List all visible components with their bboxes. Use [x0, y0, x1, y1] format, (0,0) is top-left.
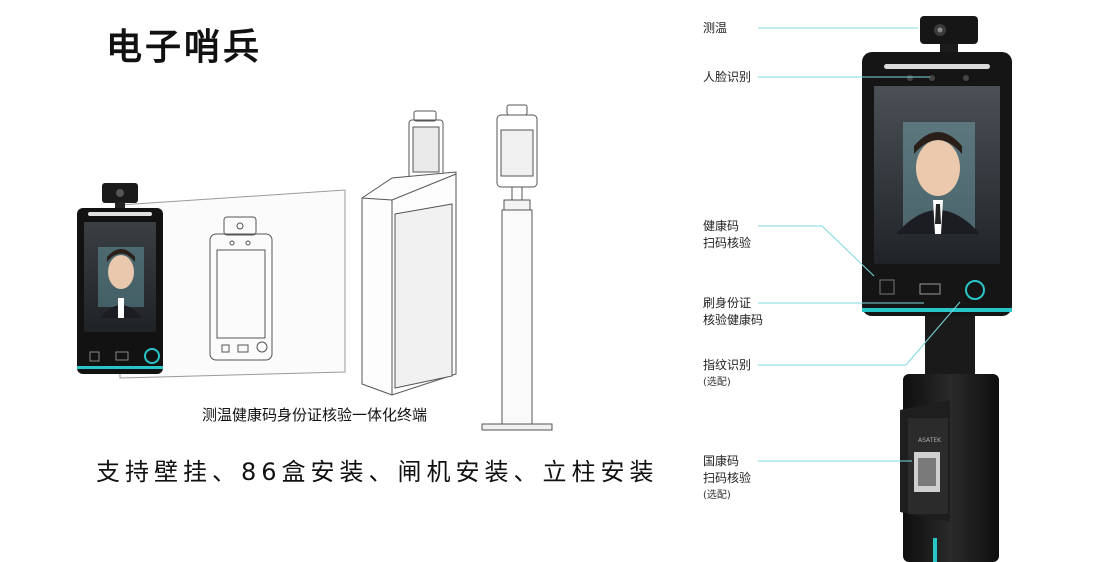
- label-fingerprint-line1: 指纹识别: [703, 358, 752, 372]
- callout-lines: [758, 27, 961, 462]
- label-health-code-line2: 扫码核验: [703, 236, 752, 250]
- label-national-code-note: (选配): [703, 490, 731, 501]
- label-id-card: 刷身份证 核验健康码: [703, 295, 763, 329]
- label-fingerprint: 指纹识别 (选配): [703, 357, 751, 391]
- wall-mount-illustration: [77, 183, 346, 379]
- product-caption: 测温健康码身份证核验一体化终端: [202, 406, 428, 424]
- label-id-card-line2: 核验健康码: [703, 313, 764, 327]
- label-face-recognition: 人脸识别: [703, 70, 752, 84]
- label-fingerprint-note: (选配): [703, 377, 731, 388]
- brand-mark: ASATEK: [918, 437, 942, 444]
- label-temperature: 测温: [703, 21, 728, 35]
- pole-mount-illustration: [481, 104, 553, 431]
- label-national-code: 国康码 扫码核验 (选配): [703, 453, 751, 504]
- main-terminal-illustration: ASATEK: [862, 16, 1012, 562]
- installation-options: 支持壁挂、86盒安装、闸机安装、立柱安装: [96, 458, 659, 486]
- label-national-code-line1: 国康码: [703, 454, 740, 468]
- label-id-card-line1: 刷身份证: [703, 296, 752, 310]
- label-health-code-line1: 健康码: [703, 219, 740, 233]
- gate-mount-illustration: [361, 110, 457, 396]
- label-national-code-line2: 扫码核验: [703, 471, 752, 485]
- label-health-code: 健康码 扫码核验: [703, 218, 751, 252]
- box-mount-illustration: [209, 216, 273, 361]
- page-title: 电子哨兵: [106, 26, 263, 68]
